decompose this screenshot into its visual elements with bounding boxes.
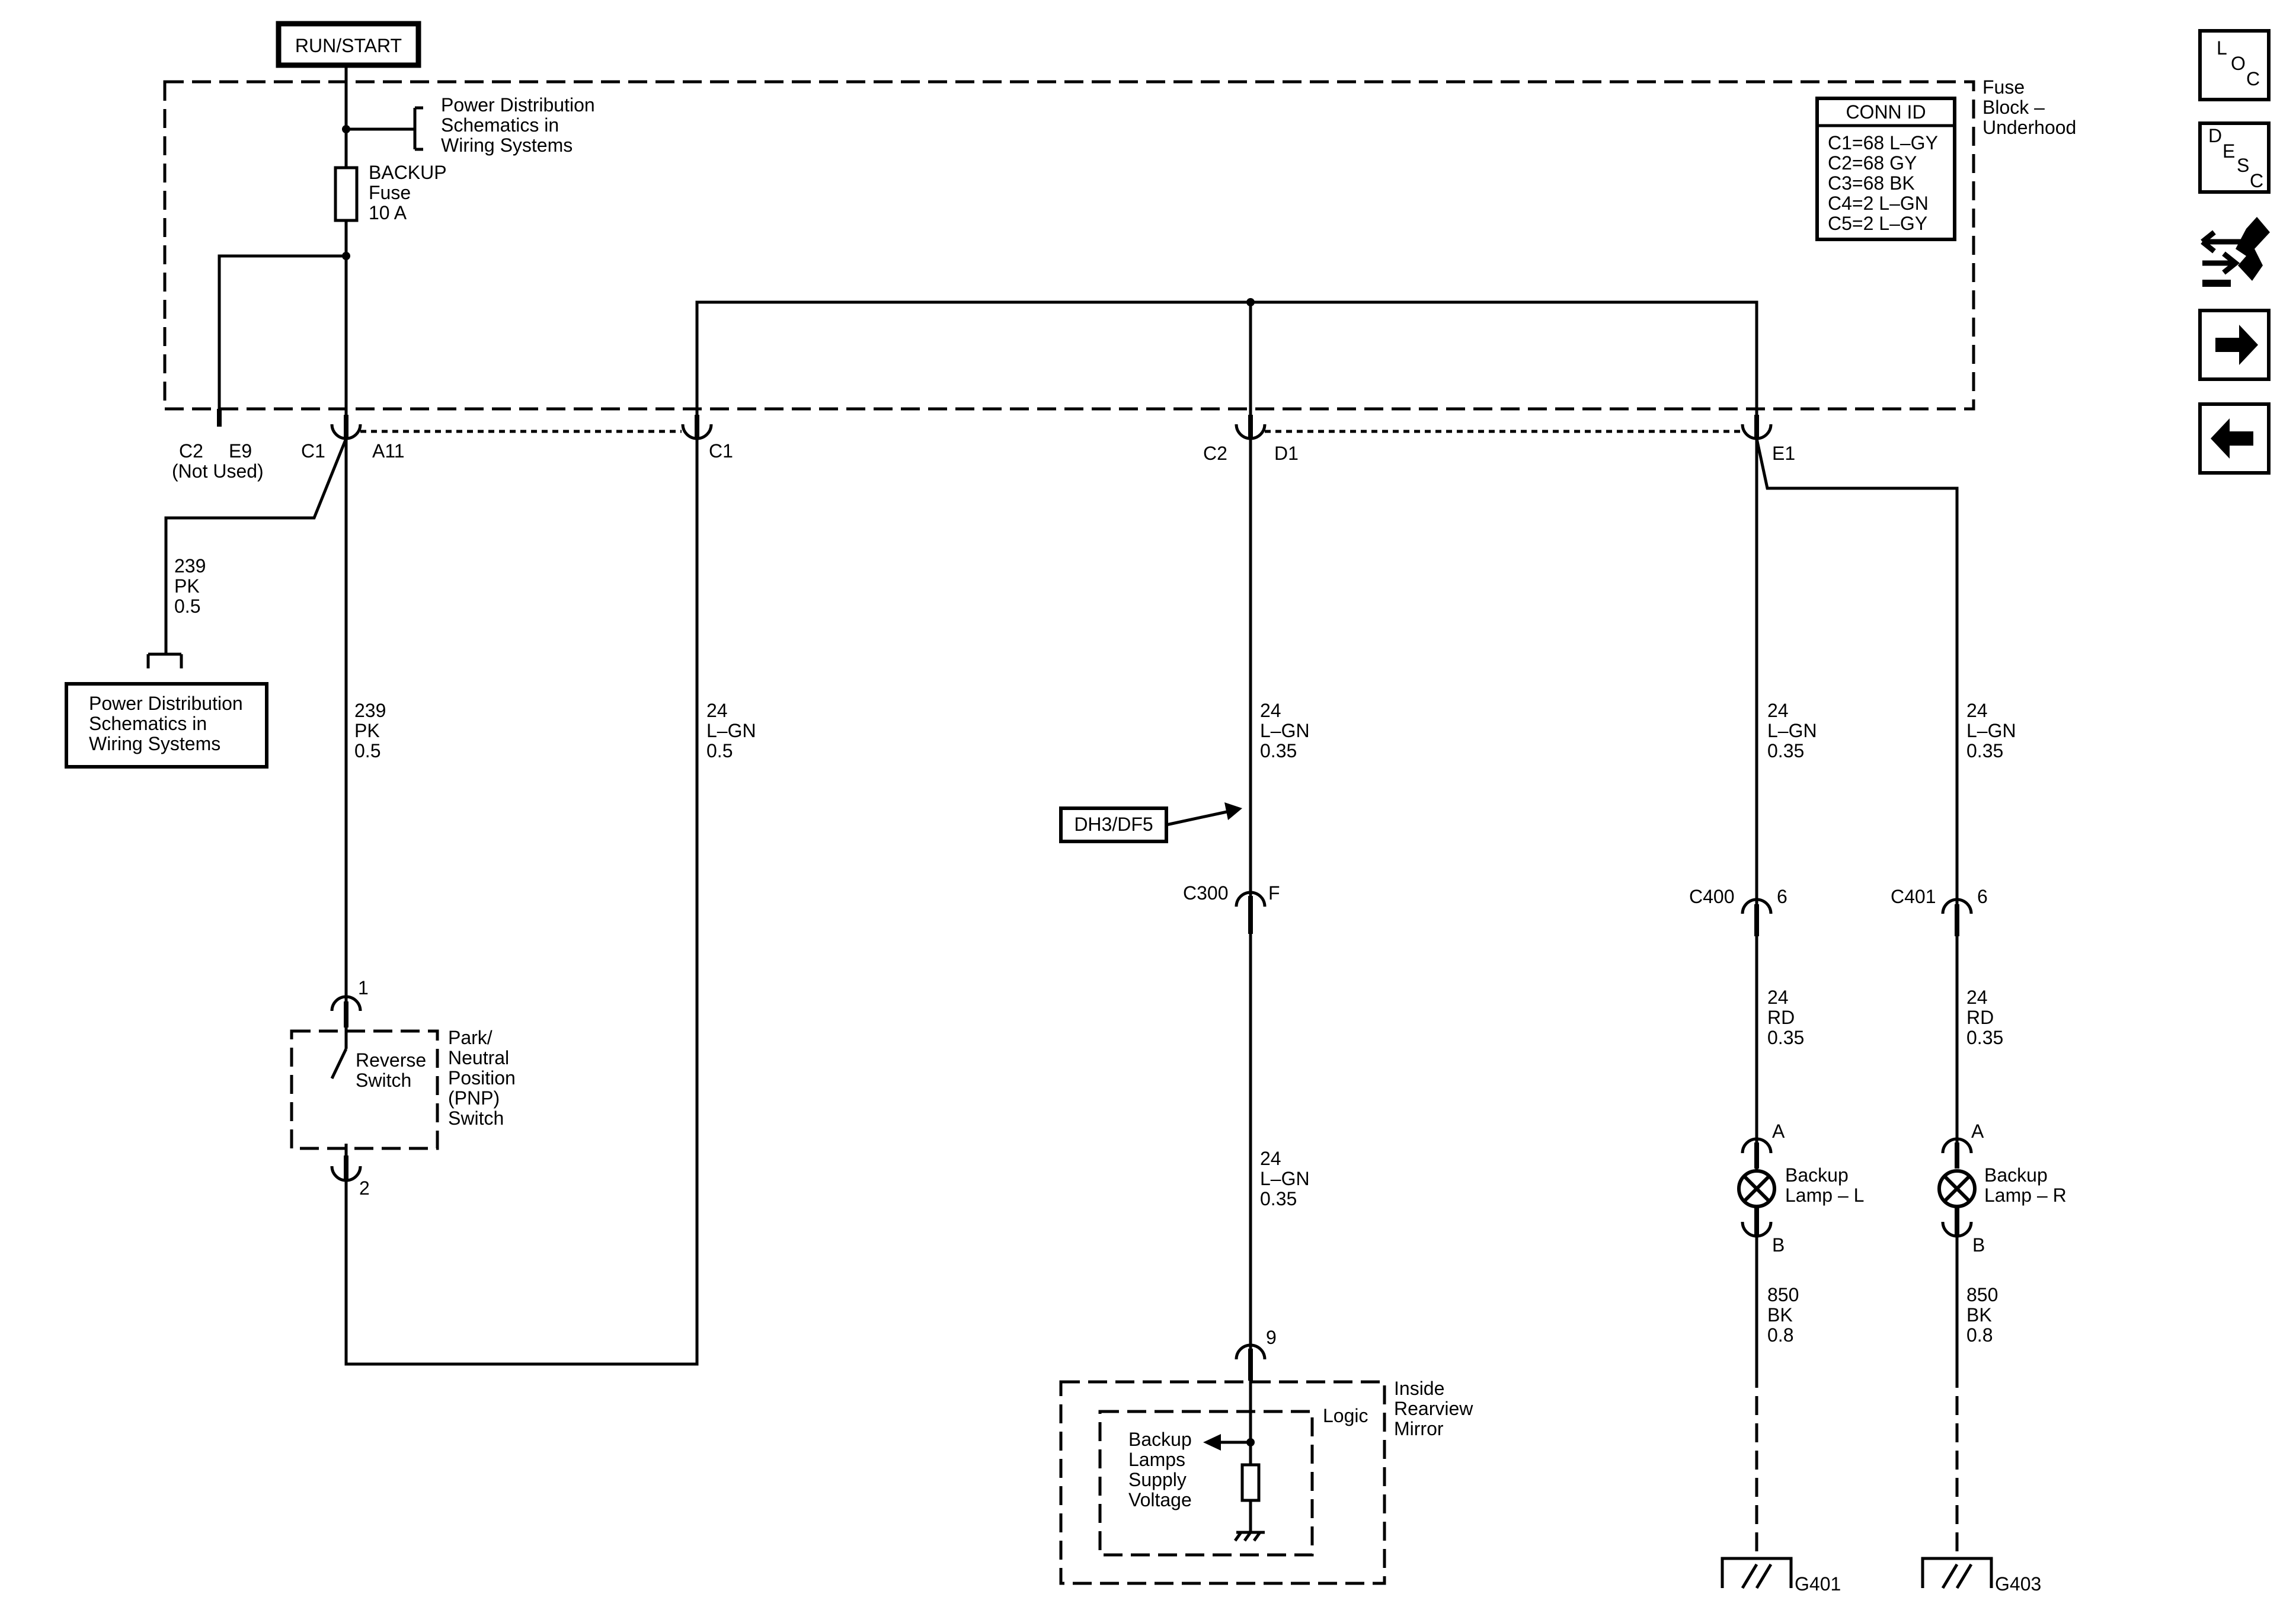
connector-button[interactable] <box>2201 217 2270 287</box>
inside-rearview-mirror-outline <box>1059 1380 1386 1585</box>
side-buttons: L O C D E S C <box>2198 29 2271 475</box>
desc-icon: D E S C <box>2208 125 2263 191</box>
dh3-df5-label: DH3/DF5 <box>1074 814 1153 835</box>
wire-239-main-label: 239 PK 0.5 <box>354 700 391 761</box>
label-lamp-l-a: A <box>1772 1121 1785 1142</box>
run-start-box <box>276 21 421 68</box>
label-d1: D1 <box>1274 443 1299 464</box>
wire-rd-r-label: 24 RD 0.35 <box>1966 987 2003 1048</box>
label-a11: A11 <box>372 440 405 462</box>
label-c401: C401 <box>1891 886 1936 907</box>
inside-rearview-mirror-title: Inside Rearview Mirror <box>1394 1378 1478 1439</box>
ground-g401: G401 <box>1721 1557 1841 1595</box>
pnp-circuit: 239 PK 0.5 1 Reverse Switch Park/ Neutra… <box>290 438 761 1366</box>
resistor-symbol <box>1240 1463 1261 1502</box>
backup-fuse-symbol <box>334 166 359 222</box>
label-c400: C400 <box>1689 886 1735 907</box>
reverse-switch-contact <box>330 1048 348 1080</box>
internal-ground-icon <box>1233 1531 1265 1542</box>
label-f: F <box>1268 882 1280 904</box>
block-connectors: C2 E9 (Not Used) C1 A11 C1 C2 D1 E1 <box>172 415 1795 482</box>
wire-24-e1-r-label: 24 L–GN 0.35 <box>1966 700 2021 761</box>
loc-button[interactable]: L O C <box>2198 29 2271 101</box>
label-lamp-l-b: B <box>1772 1234 1785 1256</box>
loc-icon: L O C <box>2217 37 2260 89</box>
conn-id-title: CONN ID <box>1846 101 1926 123</box>
label-c1-left: C1 <box>301 440 325 462</box>
back-arrow-icon <box>2211 418 2253 459</box>
label-c300: C300 <box>1183 882 1229 904</box>
supply-arrow-icon <box>1203 1434 1221 1451</box>
power-ref-bracket <box>346 106 423 151</box>
forward-arrow-icon <box>2215 325 2258 365</box>
lamp-circuits: 24 L–GN 0.35 24 L–GN 0.35 C400 6 C401 6 … <box>1689 438 2067 1595</box>
backup-lamp-l-label: Backup Lamp – L <box>1785 1164 1864 1206</box>
wire-24-d1-label: 24 L–GN 0.35 <box>1260 700 1315 761</box>
ground-g403: G403 <box>1921 1557 2041 1595</box>
label-c1-mid: C1 <box>709 440 733 462</box>
back-button[interactable] <box>2198 402 2271 475</box>
backup-fuse-label: BACKUP Fuse 10 A <box>369 162 452 223</box>
wire-24-c1-label: 24 L–GN 0.5 <box>706 700 761 761</box>
dh3-arrow-icon <box>1224 802 1242 820</box>
power-distribution-ref-top[interactable]: Power Distribution Schematics in Wiring … <box>441 94 600 156</box>
wire-24-e1-l-label: 24 L–GN 0.35 <box>1767 700 1822 761</box>
fuse-block-outline <box>163 80 1975 411</box>
wire-239-top-label: 239 PK 0.5 <box>174 555 211 617</box>
desc-button[interactable]: D E S C <box>2198 121 2271 194</box>
logic-label: Logic <box>1323 1405 1368 1426</box>
run-start-label: RUN/START <box>295 35 402 56</box>
backup-lamp-r-label: Backup Lamp – R <box>1984 1164 2067 1206</box>
conn-id-table: CONN ID C1=68 L–GY C2=68 GY C3=68 BK C4=… <box>1815 97 1956 241</box>
power-distribution-ref-left[interactable] <box>65 682 268 769</box>
label-pnp-pin1: 1 <box>358 977 369 998</box>
label-e9: E9 <box>229 440 252 462</box>
pnp-switch-title: Park/ Neutral Position (PNP) Switch <box>448 1027 521 1129</box>
label-c400-pin: 6 <box>1777 886 1787 907</box>
power-distribution-ref-left-text: Power Distribution Schematics in Wiring … <box>89 693 248 754</box>
mirror-circuit: 24 L–GN 0.35 DH3/DF5 C300 F 24 L–GN 0.35… <box>1059 438 1478 1585</box>
wire-24-c300-label: 24 L–GN 0.35 <box>1260 1148 1315 1209</box>
label-g403: G403 <box>1995 1573 2041 1595</box>
label-g401: G401 <box>1795 1573 1841 1595</box>
label-not-used: (Not Used) <box>172 460 264 482</box>
ground-g403-icon <box>1941 1563 1973 1589</box>
conn-id-list: C1=68 L–GY C2=68 GY C3=68 BK C4=2 L–GN C… <box>1828 132 1943 234</box>
connector-icon <box>2201 230 2246 254</box>
label-e1: E1 <box>1772 443 1795 464</box>
label-c2: C2 <box>179 440 203 462</box>
label-lamp-r-b: B <box>1972 1234 1985 1256</box>
reverse-switch-label: Reverse Switch <box>356 1049 431 1091</box>
forward-button[interactable] <box>2198 309 2271 381</box>
label-c2-mid: C2 <box>1203 443 1227 464</box>
fuse-block-underhood: Fuse Block – Underhood RUN/START Power D… <box>163 21 2076 427</box>
label-mirror-pin: 9 <box>1266 1327 1277 1348</box>
fuse-block-title: Fuse Block – Underhood <box>1982 76 2076 138</box>
label-pnp-pin2: 2 <box>359 1177 370 1199</box>
label-c401-pin: 6 <box>1977 886 1988 907</box>
ground-g401-icon <box>1741 1563 1773 1589</box>
logic-outline <box>1098 1410 1314 1557</box>
label-lamp-r-a: A <box>1971 1121 1984 1142</box>
wire-bk-l-label: 850 BK 0.8 <box>1767 1284 1804 1346</box>
wire-rd-l-label: 24 RD 0.35 <box>1767 987 1804 1048</box>
pnp-switch-outline <box>290 1029 439 1150</box>
wire-bk-r-label: 850 BK 0.8 <box>1966 1284 2003 1346</box>
backup-lamps-supply-voltage: Backup Lamps Supply Voltage <box>1128 1429 1197 1510</box>
left-power-ref-branch: 239 PK 0.5 Power Distribution Schematics… <box>65 438 348 769</box>
